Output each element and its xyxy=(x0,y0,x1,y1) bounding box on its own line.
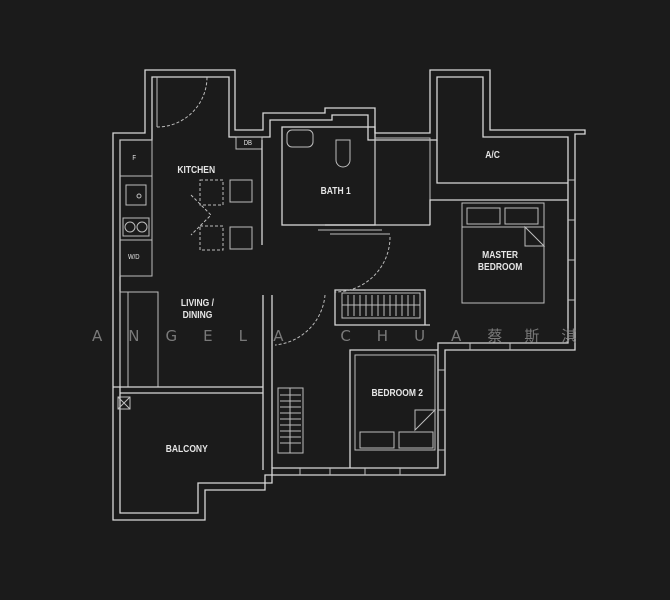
ac-ledge-wall xyxy=(436,140,568,184)
room-label-balcony: BALCONY xyxy=(165,444,208,455)
room-label-bath1: BATH 1 xyxy=(320,186,351,197)
fixture-label-washer-dryer: W/D xyxy=(128,254,140,261)
room-label-living-dining: LIVING / DINING xyxy=(181,298,214,322)
bed-fold-icon xyxy=(414,409,437,432)
hob-icon xyxy=(122,217,150,237)
room-label-master-bedroom: MASTER BEDROOM xyxy=(478,250,522,274)
pillow-icon xyxy=(466,207,501,225)
room-label-bedroom2: BEDROOM 2 xyxy=(371,388,424,399)
sink-drain-icon xyxy=(136,193,142,199)
corridor-wall xyxy=(325,224,430,326)
living-label-line2: DINING xyxy=(182,310,213,321)
burner-icon xyxy=(124,221,136,233)
wardrobe-hangers xyxy=(342,295,420,316)
toilet-icon xyxy=(335,139,351,168)
pillow-icon xyxy=(398,431,434,449)
bath-door xyxy=(318,229,390,235)
master-label-line2: BEDROOM xyxy=(477,262,523,273)
outer-wall xyxy=(112,69,586,521)
sink-icon xyxy=(125,184,147,206)
master-wall xyxy=(429,199,568,225)
bath-corridor-wall xyxy=(374,137,431,226)
pillow-icon xyxy=(504,207,539,225)
bed-fold-icon xyxy=(524,225,546,247)
master-label-line1: MASTER xyxy=(482,250,519,261)
master-bed-icon xyxy=(461,202,545,304)
living-label-line1: LIVING / xyxy=(180,298,214,309)
chair-icon xyxy=(229,226,253,250)
floor-trap-icon xyxy=(117,396,131,410)
bedroom2-wall xyxy=(262,295,438,470)
floor-trap-cross xyxy=(117,396,131,410)
watermark-chinese: 蔡斯淇 xyxy=(487,327,599,345)
basin-icon xyxy=(286,129,314,148)
inner-wall xyxy=(119,76,569,514)
entry-door-swing xyxy=(156,76,208,128)
bedroom2-bed-icon xyxy=(354,354,436,451)
wardrobe-hangers xyxy=(280,388,301,453)
fixture-label-fridge: F xyxy=(132,155,136,162)
kitchen-counter xyxy=(119,139,153,277)
bath-wall xyxy=(281,126,376,226)
bedroom2-door-swing xyxy=(274,294,326,346)
fixture-label-db: DB xyxy=(243,140,253,147)
dining-table-icon xyxy=(190,179,224,251)
chair-icon xyxy=(229,179,253,203)
master-door-swing xyxy=(334,236,391,293)
window xyxy=(469,179,575,350)
pillow-icon xyxy=(359,431,395,449)
watermark-latin: ANGELA CHUA xyxy=(92,327,488,345)
room-label-kitchen: KITCHEN xyxy=(177,165,216,176)
burner-icon xyxy=(136,221,148,233)
balcony-wall xyxy=(113,386,263,394)
room-label-ac: A/C xyxy=(485,150,500,161)
watermark: ANGELA CHUA蔡斯淇 xyxy=(92,325,598,346)
window xyxy=(299,369,445,475)
